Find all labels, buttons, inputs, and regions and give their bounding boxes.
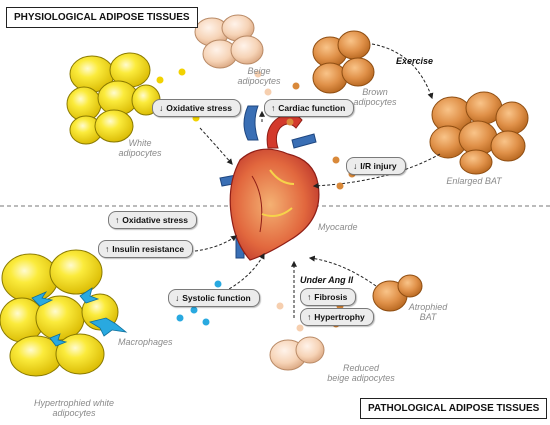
enlarged-bat-cluster bbox=[429, 91, 529, 175]
beige-adipocytes-cluster bbox=[194, 14, 264, 69]
label-myocarde: Myocarde bbox=[318, 222, 358, 232]
label-macrophages: Macrophages bbox=[118, 337, 173, 347]
macrophages bbox=[31, 287, 128, 347]
effect-hypertrophy-up: ↑Hypertrophy bbox=[300, 308, 374, 326]
white-adipocytes-cluster bbox=[66, 52, 161, 145]
secretion-dots bbox=[156, 68, 356, 332]
effect-fibrosis-up: ↑Fibrosis bbox=[300, 288, 357, 306]
arrow-up-icon: ↑ bbox=[307, 312, 312, 322]
effect-insulin-resistance-up: ↑Insulin resistance bbox=[98, 240, 194, 258]
arrow-up-icon: ↑ bbox=[271, 103, 276, 113]
arrow-up-icon: ↑ bbox=[105, 244, 110, 254]
effect-oxidative-stress-up: ↑Oxidative stress bbox=[108, 211, 197, 229]
arrow-down-icon: ↓ bbox=[353, 161, 358, 171]
label-under-ang-ii: Under Ang II bbox=[300, 275, 354, 285]
arrow-up-icon: ↑ bbox=[115, 215, 120, 225]
effect-oxidative-stress-down: ↓Oxidative stress bbox=[152, 99, 241, 117]
atrophied-bat-cluster bbox=[372, 274, 423, 312]
effect-cardiac-function-up: ↑Cardiac function bbox=[264, 99, 355, 117]
effect-systolic-function-down: ↓Systolic function bbox=[168, 289, 260, 307]
arrow-down-icon: ↓ bbox=[175, 293, 180, 303]
physiological-title: PHYSIOLOGICAL ADIPOSE TISSUES bbox=[6, 7, 198, 28]
arrow-down-icon: ↓ bbox=[159, 103, 164, 113]
reduced-beige-adipocytes-cluster bbox=[269, 336, 325, 371]
label-enlarged-bat: Enlarged BAT bbox=[446, 176, 502, 186]
hypertrophied-white-adipocytes-cluster bbox=[0, 249, 119, 377]
label-exercise: Exercise bbox=[396, 56, 434, 66]
heart-illustration bbox=[219, 105, 320, 261]
effect-ir-injury-down: ↓I/R injury bbox=[346, 157, 406, 175]
brown-adipocytes-cluster bbox=[312, 30, 375, 94]
pathological-title: PATHOLOGICAL ADIPOSE TISSUES bbox=[360, 398, 548, 419]
arrow-up-icon: ↑ bbox=[307, 292, 312, 302]
